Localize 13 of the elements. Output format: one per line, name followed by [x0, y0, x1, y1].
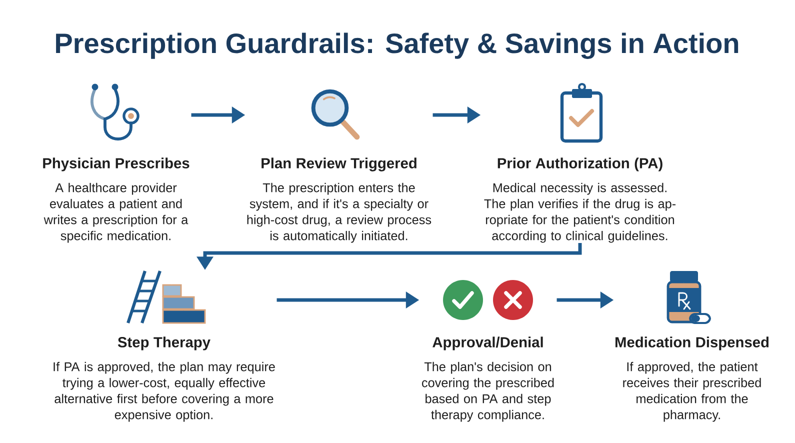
step-heading: Step Therapy: [118, 336, 210, 350]
step-description: If PA is approved, the plan may require trying a lower-cost, equally effective alternative first before covering a more expensive option.: [54, 362, 275, 422]
step-description: Medical necessity is assessed. The plan verifies if the drug is ap- ropriate for the patient's condition according to clinical guidelines.: [484, 182, 676, 243]
step-description: A healthcare provider evaluates a patient and writes a prescription for a specific medication.: [44, 182, 188, 243]
step-heading: Medication Dispensed: [616, 336, 769, 350]
title: Prescription Guardrails: Safety & Savings in Action: [56, 32, 738, 59]
step-heading: Prior Authorization (PA): [498, 158, 662, 172]
step-description: The prescription enters the system, and if it's a specialty or high-cost drug, a review process is automatically initiated.: [247, 182, 432, 243]
step-heading: Approval/Denial: [432, 336, 543, 350]
step-heading: Plan Review Triggered: [262, 158, 416, 172]
step-description: If approved, the patient receives their prescribed medication from the pharmacy.: [623, 362, 761, 422]
step-heading: Physician Prescribes: [43, 158, 190, 172]
step-description: The plan's decision on covering the prescribed based on PA and step therapy compliance.: [422, 362, 554, 422]
